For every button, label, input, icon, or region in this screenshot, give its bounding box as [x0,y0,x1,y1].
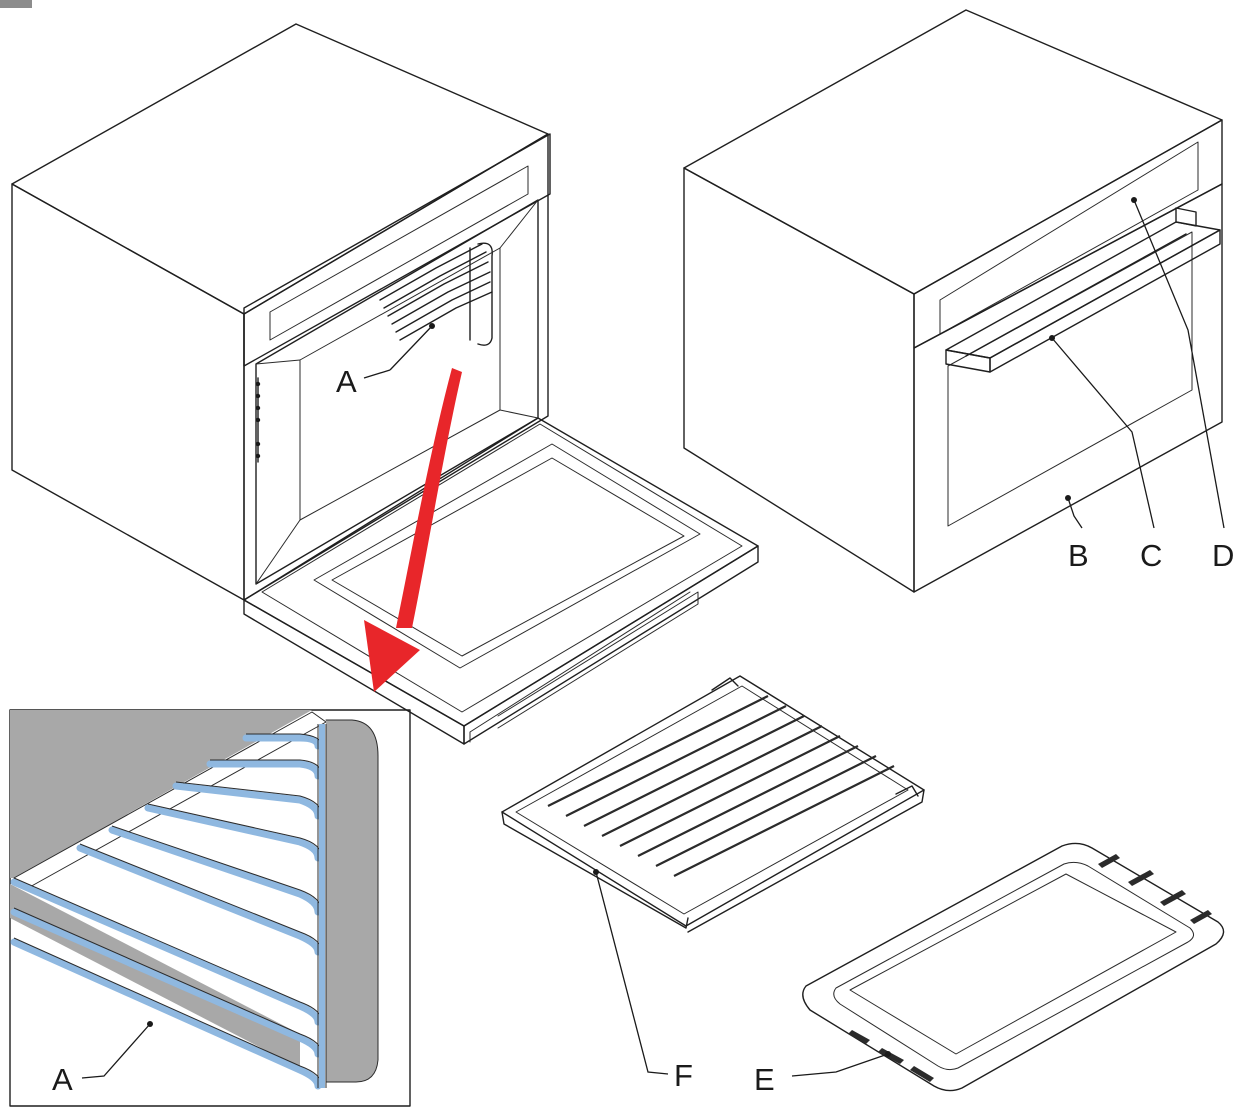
shelf-rails-a [379,242,493,346]
label-b: B [1068,538,1089,573]
baking-tray-e: E [754,842,1225,1097]
closed-oven: B C D [683,9,1234,593]
tray-slots [848,854,1212,1082]
rack-bars [547,695,895,877]
side-rail-marks [255,377,261,463]
open-oven: A [11,23,759,745]
door-window [947,231,1193,527]
wire-rack-f: F [501,675,925,1093]
red-removal-arrow [364,368,462,692]
control-panel-display [269,165,529,341]
label-a-detail: A [52,1062,73,1097]
door-handle-c [945,207,1221,373]
oven-door-b [913,183,1223,593]
label-a-oven: A [336,364,357,399]
label-c: C [1140,538,1162,573]
label-f: F [674,1058,693,1093]
label-e: E [754,1062,775,1097]
control-panel-display-d [939,141,1199,335]
rail-detail-inset: A [9,709,411,1107]
label-d: D [1212,538,1234,573]
corner-mark [0,0,32,8]
open-door [243,417,759,745]
